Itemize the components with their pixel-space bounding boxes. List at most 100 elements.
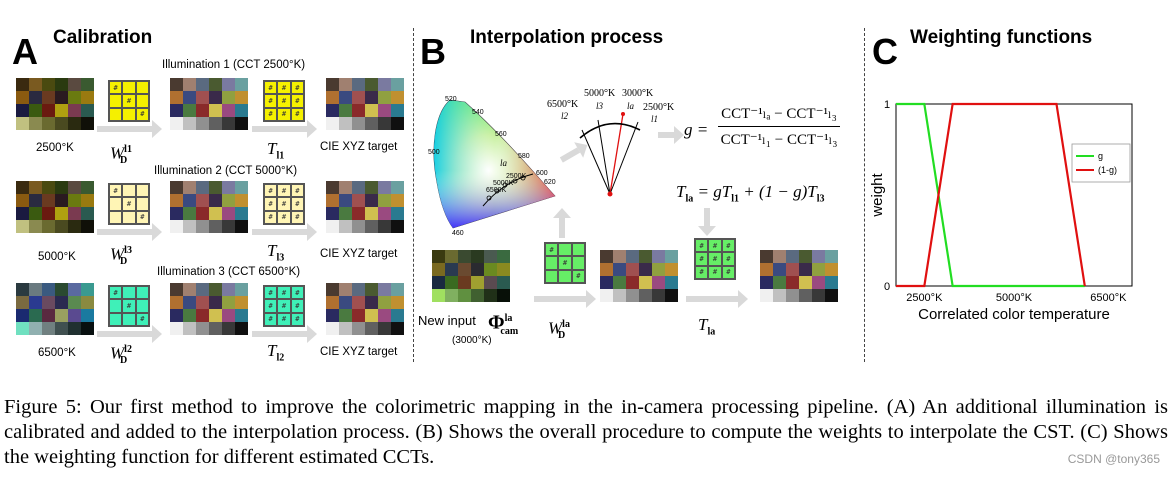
locus-5000k: 5000K [493, 180, 514, 187]
illum3-label: Illumination 3 (CCT 6500°K) [157, 266, 301, 278]
legend-box [1071, 143, 1131, 183]
t-l1-symbol: Tl1 [267, 139, 285, 162]
fan-l1: l1 [651, 114, 659, 124]
t-l2-symbol: Tl2 [267, 341, 285, 364]
wb-matrix-2: ### [108, 183, 150, 225]
g-equation-numerator: CCT⁻¹ₗₐ − CCT⁻¹ₗ₃ [721, 106, 837, 122]
fan-l3: l3 [596, 101, 604, 111]
weighting-chart: 0 1 2500°K 5000°K 6500°K Correlated color tem… [870, 99, 1133, 323]
arrow-a2-1 [97, 223, 162, 241]
locus-2500k: 2500K [506, 173, 527, 180]
arrow-a1-2 [252, 120, 317, 138]
new-input-cct: (3000°K) [452, 335, 492, 346]
w-l1-symbol: Wl1D [110, 143, 132, 167]
wb-matrix-1: ### [108, 80, 150, 122]
arrow-b-fan-to-eq [658, 126, 684, 144]
locus-600: 600 [536, 170, 548, 177]
cst-matrix-3: ######### [263, 285, 305, 327]
wb-matrix-la: ### [544, 242, 586, 284]
w-la-symbol: WlaD [548, 318, 570, 342]
wb-chart-2 [170, 181, 248, 233]
x-tick-0: 2500°K [906, 292, 943, 304]
locus-460: 460 [452, 230, 464, 237]
cst-matrix-la: ######### [694, 238, 736, 280]
w-l3-symbol: Wl3D [110, 244, 132, 268]
arrow-a2-2 [252, 223, 317, 241]
wb-matrix-3: ### [108, 285, 150, 327]
panel-b-letter: B [420, 31, 446, 72]
new-input-label: New input [418, 313, 476, 328]
locus-6500k: 6500K [486, 187, 507, 194]
t-l3-symbol: Tl3 [267, 241, 285, 264]
x-tick-2: 6500°K [1090, 292, 1127, 304]
series-1-minus-g-line [896, 102, 1086, 288]
arrow-a1-1 [97, 120, 162, 138]
wb-chart-1 [170, 78, 248, 130]
target-chart-2 [326, 181, 404, 233]
fan-l2: l2 [561, 111, 569, 121]
plot-frame [895, 103, 1133, 287]
raw-chart-6500 [16, 283, 94, 335]
fan-2500: 2500°K [643, 102, 675, 113]
phi-cam-symbol: Φlacam [488, 311, 519, 337]
g-fraction-bar [718, 126, 840, 127]
g-equation-lhs: g = [684, 120, 709, 139]
locus-500: 500 [428, 149, 440, 156]
target-label-2: CIE XYZ target [320, 248, 398, 260]
illum2-label: Illumination 2 (CCT 5000°K) [154, 165, 298, 177]
locus-la: la [500, 158, 508, 168]
illum1-label: Illumination 1 (CCT 2500°K) [162, 59, 306, 71]
cct-6500-label: 6500°K [38, 347, 76, 359]
panel-c-letter: C [872, 31, 898, 72]
panel-b-title: Interpolation process [470, 27, 664, 48]
fan-la: la [627, 101, 635, 111]
watermark: CSDN @tony365 [1067, 452, 1160, 466]
target-chart-1 [326, 78, 404, 130]
series-g-line [896, 102, 1085, 288]
target-label-3: CIE XYZ target [320, 346, 398, 358]
raw-chart-2500 [16, 78, 94, 130]
arrow-a3-2 [252, 325, 317, 343]
arrow-b-eq-down [704, 208, 710, 226]
target-label-1: CIE XYZ target [320, 141, 398, 153]
chromaticity-diagram [433, 99, 556, 229]
locus-540: 540 [472, 109, 484, 116]
divider-bc [864, 28, 865, 362]
raw-chart-5000 [16, 181, 94, 233]
locus-620: 620 [544, 179, 556, 186]
y-tick-0: 0 [884, 281, 890, 293]
t-la-symbol: Tla [698, 315, 716, 338]
locus-580: 580 [518, 153, 530, 160]
y-axis-label: weight [870, 172, 886, 217]
legend-label-0: g [1098, 151, 1103, 161]
panel-c-title: Weighting functions [910, 27, 1093, 48]
g-equation-denominator: CCT⁻¹ₗ₁ − CCT⁻¹ₗ₃ [720, 132, 838, 148]
new-input-chart [432, 250, 510, 302]
y-tick-1: 1 [884, 99, 890, 111]
arrow-b-2 [686, 290, 748, 308]
wb-chart-3 [170, 283, 248, 335]
x-tick-1: 5000°K [996, 292, 1033, 304]
w-l2-symbol: Wl2D [110, 343, 132, 367]
divider-ab [413, 28, 414, 362]
arrow-a3-1 [97, 325, 162, 343]
cct-5000-label: 5000°K [38, 251, 76, 263]
target-chart-3 [326, 283, 404, 335]
cst-matrix-1: ######### [263, 80, 305, 122]
figure-caption: Figure 5: Our first method to improve th… [4, 396, 1168, 468]
t-la-equation: Tla = gTl1 + (1 − g)Tl3 [676, 182, 825, 205]
fan-3000: 3000°K [622, 88, 654, 99]
fan-5000: 5000°K [584, 88, 616, 99]
locus-520: 520 [445, 96, 457, 103]
output-chart-la [760, 250, 838, 302]
wb-chart-la [600, 250, 678, 302]
panel-a-title: Calibration [53, 27, 153, 48]
cct-2500-label: 2500°K [36, 142, 74, 154]
locus-560: 560 [495, 131, 507, 138]
legend-label-1: (1-g) [1098, 165, 1117, 175]
cst-matrix-2: ######### [263, 183, 305, 225]
cct-fan-diagram [579, 112, 641, 197]
arrow-b-1 [534, 290, 596, 308]
x-axis-label: Correlated color temperature [918, 306, 1110, 323]
arrow-b-up [559, 218, 565, 238]
